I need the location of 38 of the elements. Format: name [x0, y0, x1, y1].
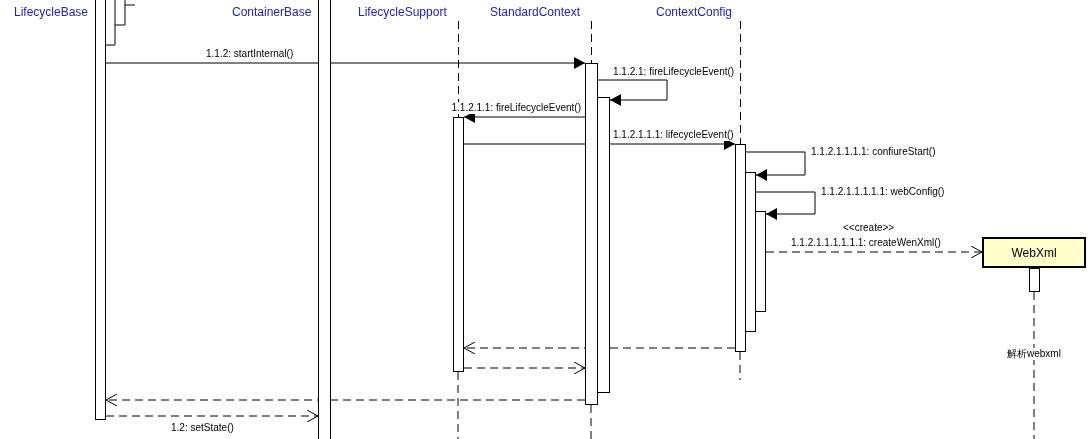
edge-label: 1.1.2.1.1.1.1.1: webConfig(): [820, 186, 946, 198]
message-arrow: [597, 79, 668, 106]
message-arrow: [755, 191, 816, 220]
edge-label: 1.1.2.1.1: fireLifecycleEvent(): [450, 102, 582, 114]
edge-label: 1.1.2.1.1.1.1.1.1: createWenXml(): [790, 237, 942, 249]
activation-bar: [453, 117, 464, 372]
edge-label: 1.1.2.1.1.1: lifecycleEvent(): [612, 129, 735, 141]
activation-bar: [597, 97, 610, 393]
edge-label: 1.1.2.1.1.1.1: confiureStart(): [810, 146, 937, 158]
object-name: LifecycleBase: [14, 5, 89, 19]
message-arrow: [745, 151, 806, 181]
return-arrow: [463, 341, 736, 355]
return-arrow: [105, 409, 319, 423]
activation-bar: [745, 172, 756, 332]
lifeline: [458, 20, 459, 118]
activation-bar: [318, 0, 331, 439]
activation-bar: [755, 211, 766, 312]
object-name: ContextConfig: [656, 5, 733, 19]
activation-bar: [1029, 268, 1040, 292]
activation-bar: [735, 144, 746, 352]
lifeline: [740, 20, 741, 145]
message-arrow: [463, 138, 736, 150]
object-name: StandardContext: [490, 5, 581, 19]
message-arrow: [105, 57, 586, 69]
stereotype-label: <<create>>: [842, 222, 896, 234]
edge-label: 1.2: setState(): [170, 422, 235, 434]
message-arrow: [463, 111, 586, 123]
return-arrow: [463, 361, 586, 375]
edge-label: 1.1.2: startInternal(): [205, 48, 295, 60]
return-arrow: [105, 393, 586, 407]
activation-bar: [95, 0, 106, 420]
object-box: WebXml: [982, 237, 1086, 268]
edge-label: 1.1.2.1: fireLifecycleEvent(): [612, 66, 736, 78]
return-arrow: [765, 245, 983, 259]
object-name: LifecycleSupport: [358, 5, 447, 19]
object-name: ContainerBase: [232, 5, 312, 19]
note-label: 解析webxml: [1006, 348, 1062, 360]
lifeline: [591, 20, 592, 64]
